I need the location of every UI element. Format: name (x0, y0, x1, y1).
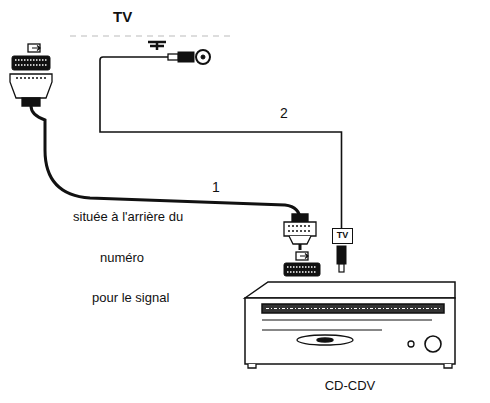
node-text: CD-CDV (240, 379, 460, 393)
note-fragment: pour le signal (92, 291, 169, 305)
note-fragment: numéro (100, 251, 144, 265)
node-text: TV (333, 231, 352, 241)
scart-socket-player (284, 252, 320, 276)
scart-plug-tv (10, 74, 52, 123)
note-fragment: située à l'arrière du (73, 210, 183, 224)
scart-socket-tv (12, 44, 50, 70)
cable (45, 123, 300, 250)
tv-outline (70, 36, 230, 37)
antenna-plug-player (337, 246, 346, 272)
tv-set: TV (5, 5, 215, 123)
callout-number: 1 (210, 180, 222, 195)
antenna-socket (100, 42, 210, 123)
callout-number: 2 (278, 106, 290, 121)
scart-plug-player (284, 214, 316, 244)
cd-cdv-player (245, 282, 455, 368)
tv-jack-tag: TV (332, 228, 353, 244)
node-text: TV (113, 9, 132, 26)
player-unit: CD-CDV (240, 250, 460, 395)
